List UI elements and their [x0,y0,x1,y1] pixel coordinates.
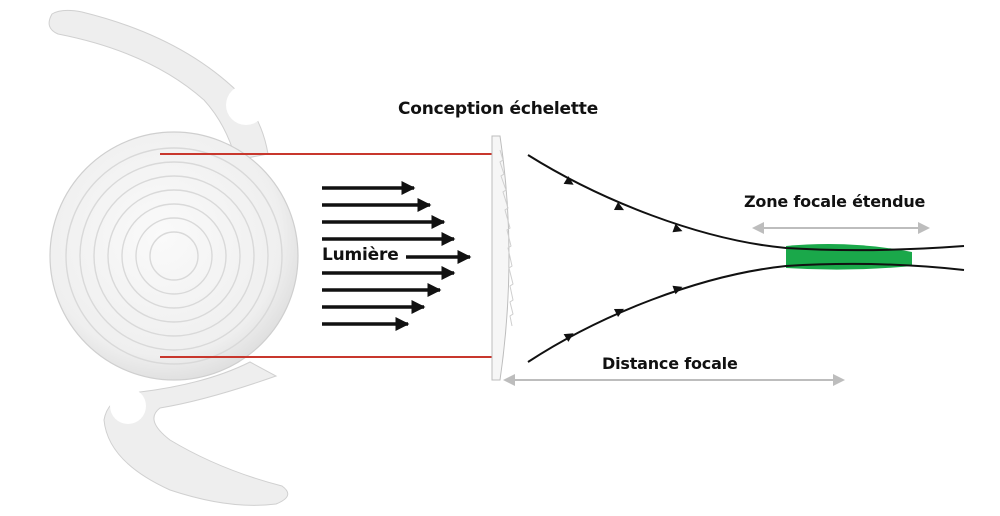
intraocular-lens-icon [48,9,299,506]
light-arrows [322,181,472,331]
ray-arrow-icon [672,285,683,295]
focal-distance-label: Distance focale [602,354,738,373]
lower-converging-ray [527,262,965,363]
ray-direction-arrows [563,176,683,342]
diagram-title: Conception échelette [398,99,599,119]
ray-arrow-icon [672,223,683,233]
lower-haptic [103,361,289,506]
ray-arrow-icon [563,176,574,185]
focal-distance-dimension [503,374,845,386]
light-label: Lumière [322,245,403,265]
ray-arrow-icon [563,333,574,342]
ray-arrow-icon [613,308,625,318]
focal-zone-dimension [752,222,930,234]
upper-converging-ray [527,154,965,252]
echelette-lens-profile-icon [491,135,514,381]
focal-zone-label: Zone focale étendue [744,192,926,211]
ray-arrow-icon [613,201,625,211]
